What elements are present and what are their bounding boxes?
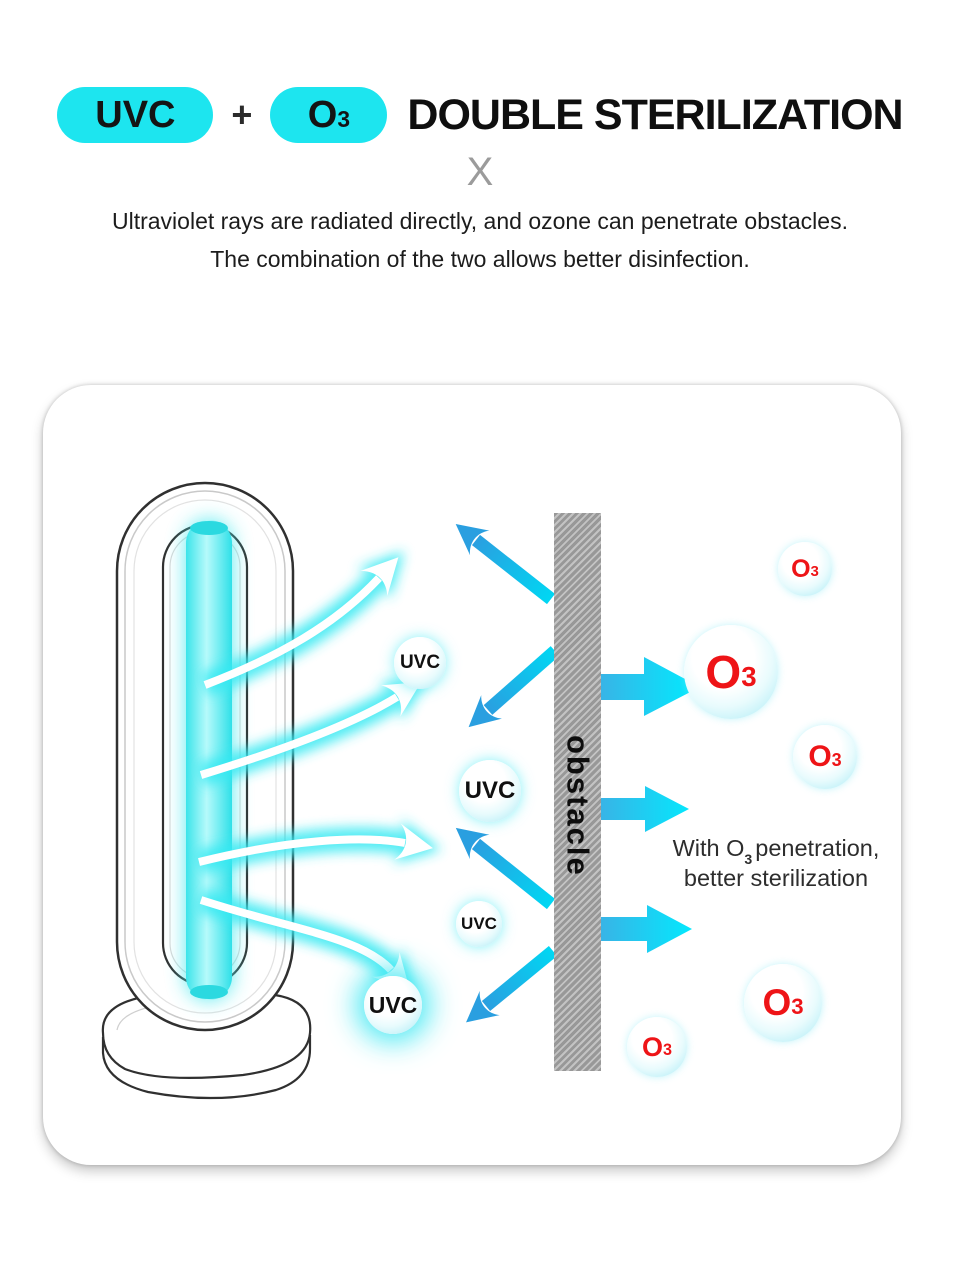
uv-ray-arrow	[199, 896, 411, 991]
uv-ray-arrows	[196, 551, 442, 998]
uvc-badge-label: UVC	[95, 93, 176, 136]
o3-subscript: 3	[810, 563, 819, 581]
caption-subscript: 3	[744, 851, 753, 868]
o3-subscript: 3	[663, 1040, 673, 1059]
o3-symbol: O	[808, 740, 832, 773]
uv-ray-arrow	[203, 557, 399, 689]
penetration-caption-line-2: better sterilization	[683, 864, 869, 891]
uvc-bubble-label: UVC	[368, 991, 418, 1018]
o3-symbol: O	[705, 646, 742, 698]
reflected-uvc-arrows	[455, 524, 560, 1023]
uvc-bubble: UVC	[364, 976, 422, 1034]
description-line-2: The combination of the two allows better…	[210, 246, 750, 272]
x-separator: X	[466, 150, 494, 194]
uvc-bubble: UVC	[394, 637, 446, 689]
uvc-bubble-label: UVC	[399, 652, 441, 673]
uvc-bubble-label: UVC	[464, 777, 516, 804]
uv-ray-arrow	[198, 823, 433, 866]
o3-symbol: O	[641, 1031, 663, 1062]
diagram-art	[101, 481, 700, 1100]
o3-symbol: O	[791, 554, 811, 583]
o3-symbol: O	[762, 982, 792, 1023]
ozone-penetration-arrow	[601, 786, 689, 832]
reflected-uvc-arrow	[468, 646, 560, 728]
uvc-bubble: UVC	[459, 760, 521, 822]
reflected-uvc-arrow	[466, 945, 558, 1023]
o3-subscript: 3	[831, 750, 842, 771]
page-title: DOUBLE STERILIZATION	[407, 90, 903, 139]
ozone-penetration-arrows	[599, 657, 700, 953]
obstacle-bar: obstacle	[554, 513, 601, 1071]
caption-part1: With O	[672, 835, 745, 861]
caption-part2: penetration,	[755, 835, 880, 861]
o3-badge-symbol: O	[307, 93, 338, 136]
plus-sign: +	[231, 94, 253, 135]
uvc-badge: UVC	[57, 87, 214, 143]
ozone-penetration-arrow	[599, 657, 700, 716]
o3-subscript: 3	[791, 993, 804, 1019]
description: Ultraviolet rays are radiated directly, …	[0, 202, 960, 278]
o3-subscript: 3	[741, 661, 757, 693]
uv-ray-arrow	[199, 682, 422, 779]
uvc-bubble: UVC	[456, 901, 502, 947]
o3-badge-subscript: 3	[337, 105, 351, 132]
reflected-uvc-arrow	[455, 524, 556, 605]
uvc-bubble-label: UVC	[461, 914, 497, 933]
description-line-1: Ultraviolet rays are radiated directly, …	[112, 208, 848, 234]
obstacle-label: obstacle	[560, 735, 596, 877]
reflected-uvc-arrow	[455, 827, 556, 910]
ozone-penetration-arrow	[601, 905, 692, 953]
